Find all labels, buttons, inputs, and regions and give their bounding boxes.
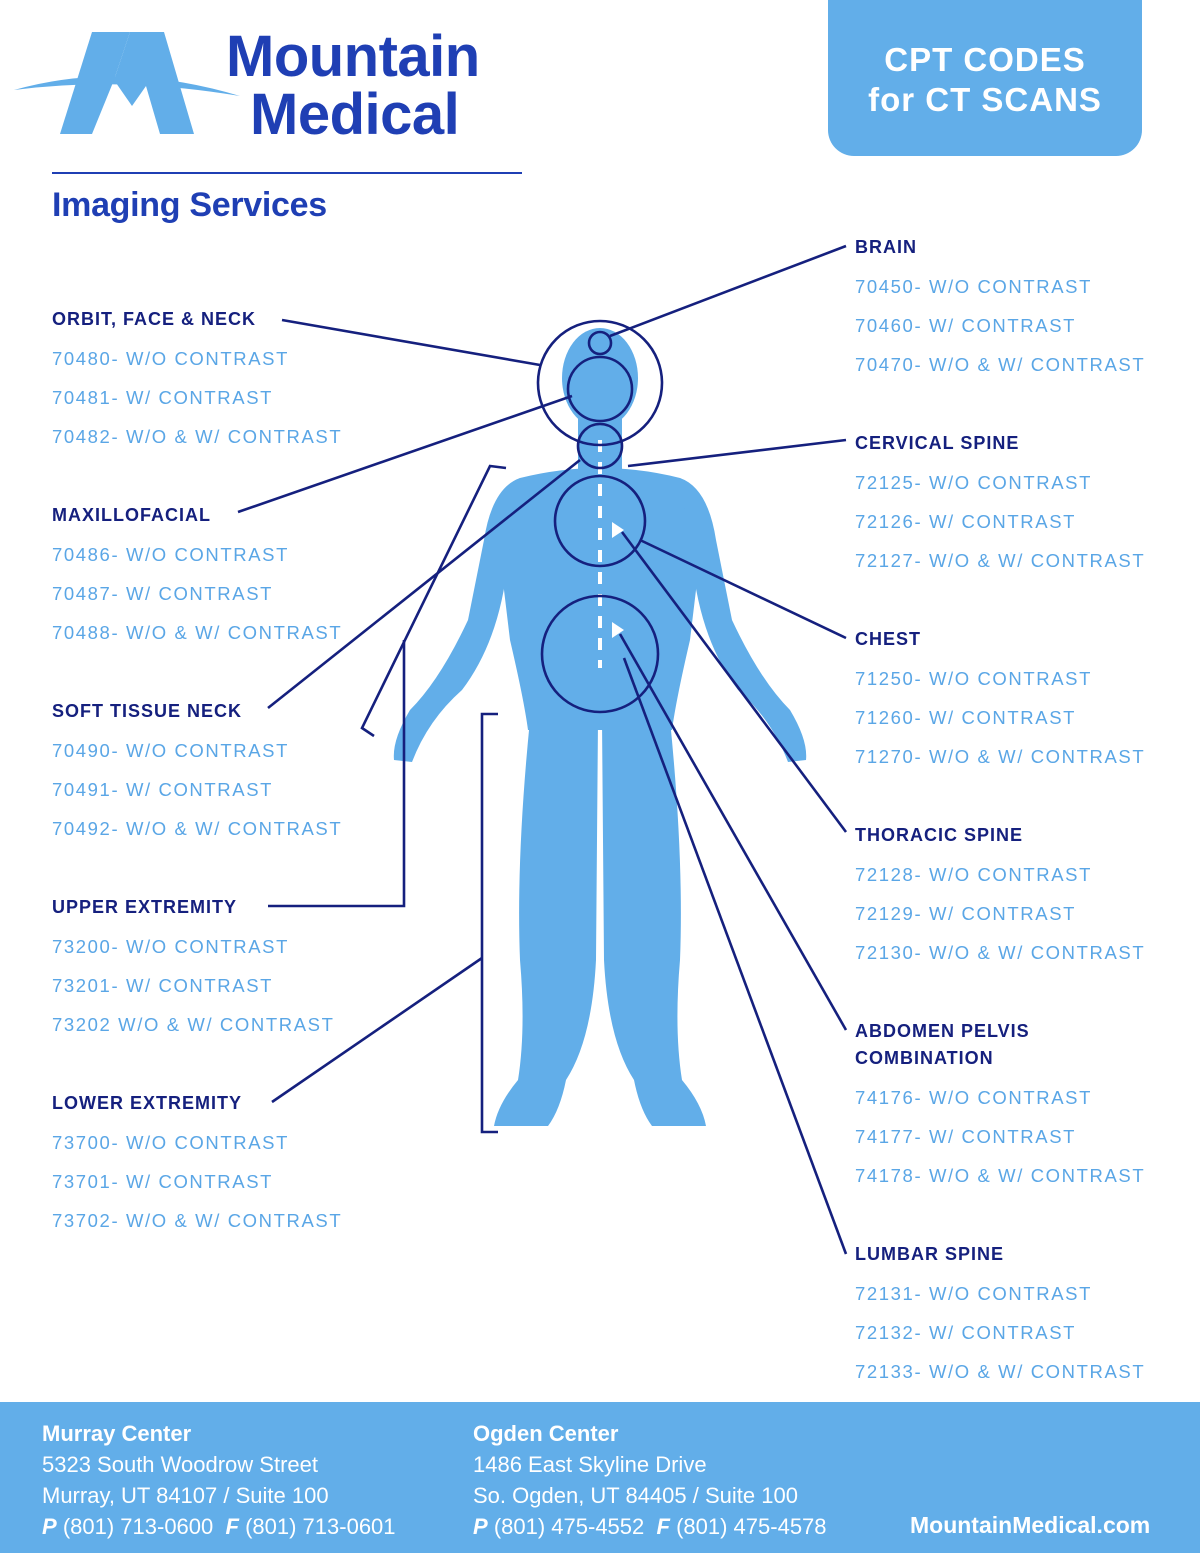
group-title: ORBIT, FACE & NECK	[52, 309, 257, 329]
group-thoracic-spine: THORACIC SPINE 72128- W/O CONTRAST 72129…	[855, 822, 1185, 972]
code-item: 72133- W/O & W/ CONTRAST	[855, 1361, 1146, 1382]
group-orbit-face-neck: ORBIT, FACE & NECK 70480- W/O CONTRAST 7…	[52, 306, 382, 456]
code-item: 72131- W/O CONTRAST	[855, 1283, 1093, 1304]
code-item: 72127- W/O & W/ CONTRAST	[855, 550, 1146, 571]
code-item: 74178- W/O & W/ CONTRAST	[855, 1165, 1146, 1186]
brand-name-line1: Mountain	[226, 24, 480, 89]
code-item: 70488- W/O & W/ CONTRAST	[52, 622, 343, 643]
code-item: 72130- W/O & W/ CONTRAST	[855, 942, 1146, 963]
code-item: 71270- W/O & W/ CONTRAST	[855, 746, 1146, 767]
code-item: 73201- W/ CONTRAST	[52, 975, 274, 996]
code-item: 71260- W/ CONTRAST	[855, 707, 1077, 728]
center-street: 5323 South Woodrow Street	[42, 1452, 318, 1477]
group-chest: CHEST 71250- W/O CONTRAST 71260- W/ CONT…	[855, 626, 1185, 776]
code-item: 73202 W/O & W/ CONTRAST	[52, 1014, 335, 1035]
phone-number[interactable]: (801) 475-4552	[493, 1514, 645, 1539]
code-item: 70486- W/O CONTRAST	[52, 544, 290, 565]
group-title: UPPER EXTREMITY	[52, 897, 238, 917]
group-title: LUMBAR SPINE	[855, 1244, 1005, 1264]
center-phone-fax: P (801) 475-4552 F (801) 475-4578	[473, 1511, 827, 1542]
murray-center-info: Murray Center 5323 South Woodrow Street …	[42, 1418, 396, 1542]
phone-label: P	[473, 1514, 488, 1539]
header-rule	[52, 172, 522, 174]
center-city: Murray, UT 84107 / Suite 100	[42, 1483, 329, 1508]
group-title: MAXILLOFACIAL	[52, 505, 211, 525]
group-title: LOWER EXTREMITY	[52, 1093, 242, 1113]
group-soft-tissue-neck: SOFT TISSUE NECK 70490- W/O CONTRAST 704…	[52, 698, 382, 848]
code-item: 70482- W/O & W/ CONTRAST	[52, 426, 343, 447]
brand-name-line2: Medical	[250, 82, 460, 147]
group-lower-extremity: LOWER EXTREMITY 73700- W/O CONTRAST 7370…	[52, 1090, 382, 1240]
fax-number: (801) 475-4578	[676, 1514, 827, 1539]
code-item: 70470- W/O & W/ CONTRAST	[855, 354, 1146, 375]
code-item: 70487- W/ CONTRAST	[52, 583, 274, 604]
group-cervical-spine: CERVICAL SPINE 72125- W/O CONTRAST 72126…	[855, 430, 1185, 580]
group-brain: BRAIN 70450- W/O CONTRAST 70460- W/ CONT…	[855, 234, 1185, 384]
center-street: 1486 East Skyline Drive	[473, 1452, 707, 1477]
website-link[interactable]: MountainMedical.com	[910, 1512, 1151, 1538]
center-phone-fax: P (801) 713-0600 F (801) 713-0601	[42, 1511, 396, 1542]
group-title: THORACIC SPINE	[855, 825, 1024, 845]
group-title: ABDOMEN PELVIS COMBINATION	[855, 1021, 1030, 1068]
code-item: 73701- W/ CONTRAST	[52, 1171, 274, 1192]
footer: Murray Center 5323 South Woodrow Street …	[0, 1402, 1200, 1553]
group-upper-extremity: UPPER EXTREMITY 73200- W/O CONTRAST 7320…	[52, 894, 382, 1044]
fax-number: (801) 713-0601	[245, 1514, 396, 1539]
badge-line1: CPT CODES	[884, 41, 1086, 78]
code-item: 70490- W/O CONTRAST	[52, 740, 290, 761]
fax-label: F	[656, 1514, 670, 1539]
code-item: 72132- W/ CONTRAST	[855, 1322, 1077, 1343]
ogden-center-info: Ogden Center 1486 East Skyline Drive So.…	[473, 1418, 827, 1542]
code-item: 70480- W/O CONTRAST	[52, 348, 290, 369]
code-item: 73200- W/O CONTRAST	[52, 936, 290, 957]
center-city: So. Ogden, UT 84405 / Suite 100	[473, 1483, 798, 1508]
code-item: 70492- W/O & W/ CONTRAST	[52, 818, 343, 839]
code-item: 72128- W/O CONTRAST	[855, 864, 1093, 885]
human-body-silhouette-icon	[237, 244, 848, 1255]
code-item: 73700- W/O CONTRAST	[52, 1132, 290, 1153]
code-item: 70481- W/ CONTRAST	[52, 387, 274, 408]
center-name: Ogden Center	[473, 1421, 619, 1446]
mountain-m-logo-icon	[14, 32, 240, 134]
code-item: 70460- W/ CONTRAST	[855, 315, 1077, 336]
group-maxillofacial: MAXILLOFACIAL 70486- W/O CONTRAST 70487-…	[52, 502, 382, 652]
group-title: BRAIN	[855, 237, 917, 257]
cpt-badge: CPT CODES for CT SCANS	[828, 0, 1142, 156]
phone-number[interactable]: (801) 713-0600	[62, 1514, 214, 1539]
group-title: CERVICAL SPINE	[855, 433, 1020, 453]
code-item: 73702- W/O & W/ CONTRAST	[52, 1210, 343, 1231]
code-item: 70450- W/O CONTRAST	[855, 276, 1093, 297]
code-item: 72129- W/ CONTRAST	[855, 903, 1077, 924]
group-abdomen-pelvis: ABDOMEN PELVIS COMBINATION 74176- W/O CO…	[855, 1018, 1146, 1195]
group-lumbar-spine: LUMBAR SPINE 72131- W/O CONTRAST 72132- …	[855, 1241, 1185, 1391]
fax-label: F	[225, 1514, 239, 1539]
group-title: SOFT TISSUE NECK	[52, 701, 243, 721]
group-title: CHEST	[855, 629, 922, 649]
code-item: 74177- W/ CONTRAST	[855, 1126, 1077, 1147]
code-item: 72126- W/ CONTRAST	[855, 511, 1077, 532]
code-item: 74176- W/O CONTRAST	[855, 1087, 1093, 1108]
code-item: 71250- W/O CONTRAST	[855, 668, 1093, 689]
phone-label: P	[42, 1514, 57, 1539]
page-subtitle: Imaging Services	[52, 186, 327, 224]
code-item: 72125- W/O CONTRAST	[855, 472, 1093, 493]
badge-line2: for CT SCANS	[868, 81, 1102, 118]
code-item: 70491- W/ CONTRAST	[52, 779, 274, 800]
center-name: Murray Center	[42, 1421, 192, 1446]
